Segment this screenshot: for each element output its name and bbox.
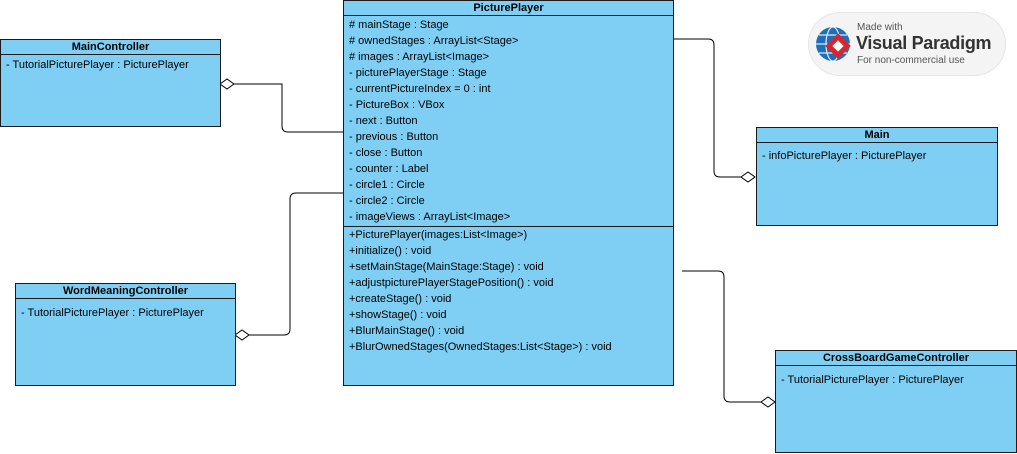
attribute: - TutorialPicturePlayer : PicturePlayer xyxy=(6,59,189,71)
attribute: - picturePlayerStage : Stage xyxy=(349,67,487,79)
association-main xyxy=(674,38,741,178)
aggregation-diamond-main xyxy=(740,171,756,183)
visual-paradigm-watermark: Made with Visual Paradigm For non-commer… xyxy=(808,12,1006,76)
attribute: - counter : Label xyxy=(349,163,429,175)
class-title: CrossBoardGameController xyxy=(776,351,1016,366)
operation: +createStage() : void xyxy=(349,293,452,305)
operation: +PicturePlayer(images:List<Image>) xyxy=(349,229,528,241)
attribute: - imageViews : ArrayList<Image> xyxy=(349,211,511,223)
attribute: - PictureBox : VBox xyxy=(349,99,445,111)
class-main[interactable]: Main - infoPicturePlayer : PicturePlayer xyxy=(756,127,998,226)
operation: +setMainStage(MainStage:Stage) : void xyxy=(349,261,544,273)
attribute: # ownedStages : ArrayList<Stage> xyxy=(349,35,519,47)
operation: +BlurMainStage() : void xyxy=(349,325,465,337)
class-pictureplayer[interactable]: PicturePlayer # mainStage : Stage # owne… xyxy=(343,0,674,386)
operation: +initialize() : void xyxy=(349,245,432,257)
attribute: - next : Button xyxy=(349,115,418,127)
class-maincontroller[interactable]: MainController - TutorialPicturePlayer :… xyxy=(0,39,221,127)
association-wordmeaningcontroller xyxy=(249,192,343,336)
class-wordmeaningcontroller[interactable]: WordMeaningController - TutorialPictureP… xyxy=(15,283,236,386)
class-crossboardgamecontroller[interactable]: CrossBoardGameController - TutorialPictu… xyxy=(775,350,1017,453)
watermark-made-with: Made with xyxy=(857,22,903,33)
attribute: # images : ArrayList<Image> xyxy=(349,51,490,63)
association-crossboard xyxy=(682,270,761,403)
watermark-brand: Visual Paradigm xyxy=(856,33,992,53)
operations-section: +PicturePlayer(images:List<Image>) +init… xyxy=(344,226,673,355)
watermark-note: For non-commercial use xyxy=(857,55,965,66)
operation: +showStage() : void xyxy=(349,309,447,321)
attribute: - previous : Button xyxy=(349,131,439,143)
class-title: WordMeaningController xyxy=(16,284,235,299)
attribute: - TutorialPicturePlayer : PicturePlayer xyxy=(781,374,964,386)
class-title: MainController xyxy=(1,40,220,55)
attribute: - circle1 : Circle xyxy=(349,179,425,191)
operation: +BlurOwnedStages(OwnedStages:List<Stage>… xyxy=(349,341,612,353)
association-maincontroller xyxy=(234,83,343,133)
aggregation-diamond-wordmeaningcontroller xyxy=(234,329,250,341)
visual-paradigm-logo-icon xyxy=(816,26,851,62)
attribute: - currentPictureIndex = 0 : int xyxy=(349,83,491,95)
class-title: Main xyxy=(757,128,997,143)
aggregation-diamond-crossboard xyxy=(760,396,776,408)
attribute: # mainStage : Stage xyxy=(349,19,449,31)
attribute: - TutorialPicturePlayer : PicturePlayer xyxy=(21,307,204,319)
attributes-section: # mainStage : Stage # ownedStages : Arra… xyxy=(344,16,673,225)
attribute: - circle2 : Circle xyxy=(349,195,425,207)
operation: +adjustpicturePlayerStagePosition() : vo… xyxy=(349,277,554,289)
attribute: - infoPicturePlayer : PicturePlayer xyxy=(762,150,927,162)
class-title: PicturePlayer xyxy=(344,1,673,16)
aggregation-diamond-maincontroller xyxy=(219,78,235,90)
attribute: - close : Button xyxy=(349,147,423,159)
